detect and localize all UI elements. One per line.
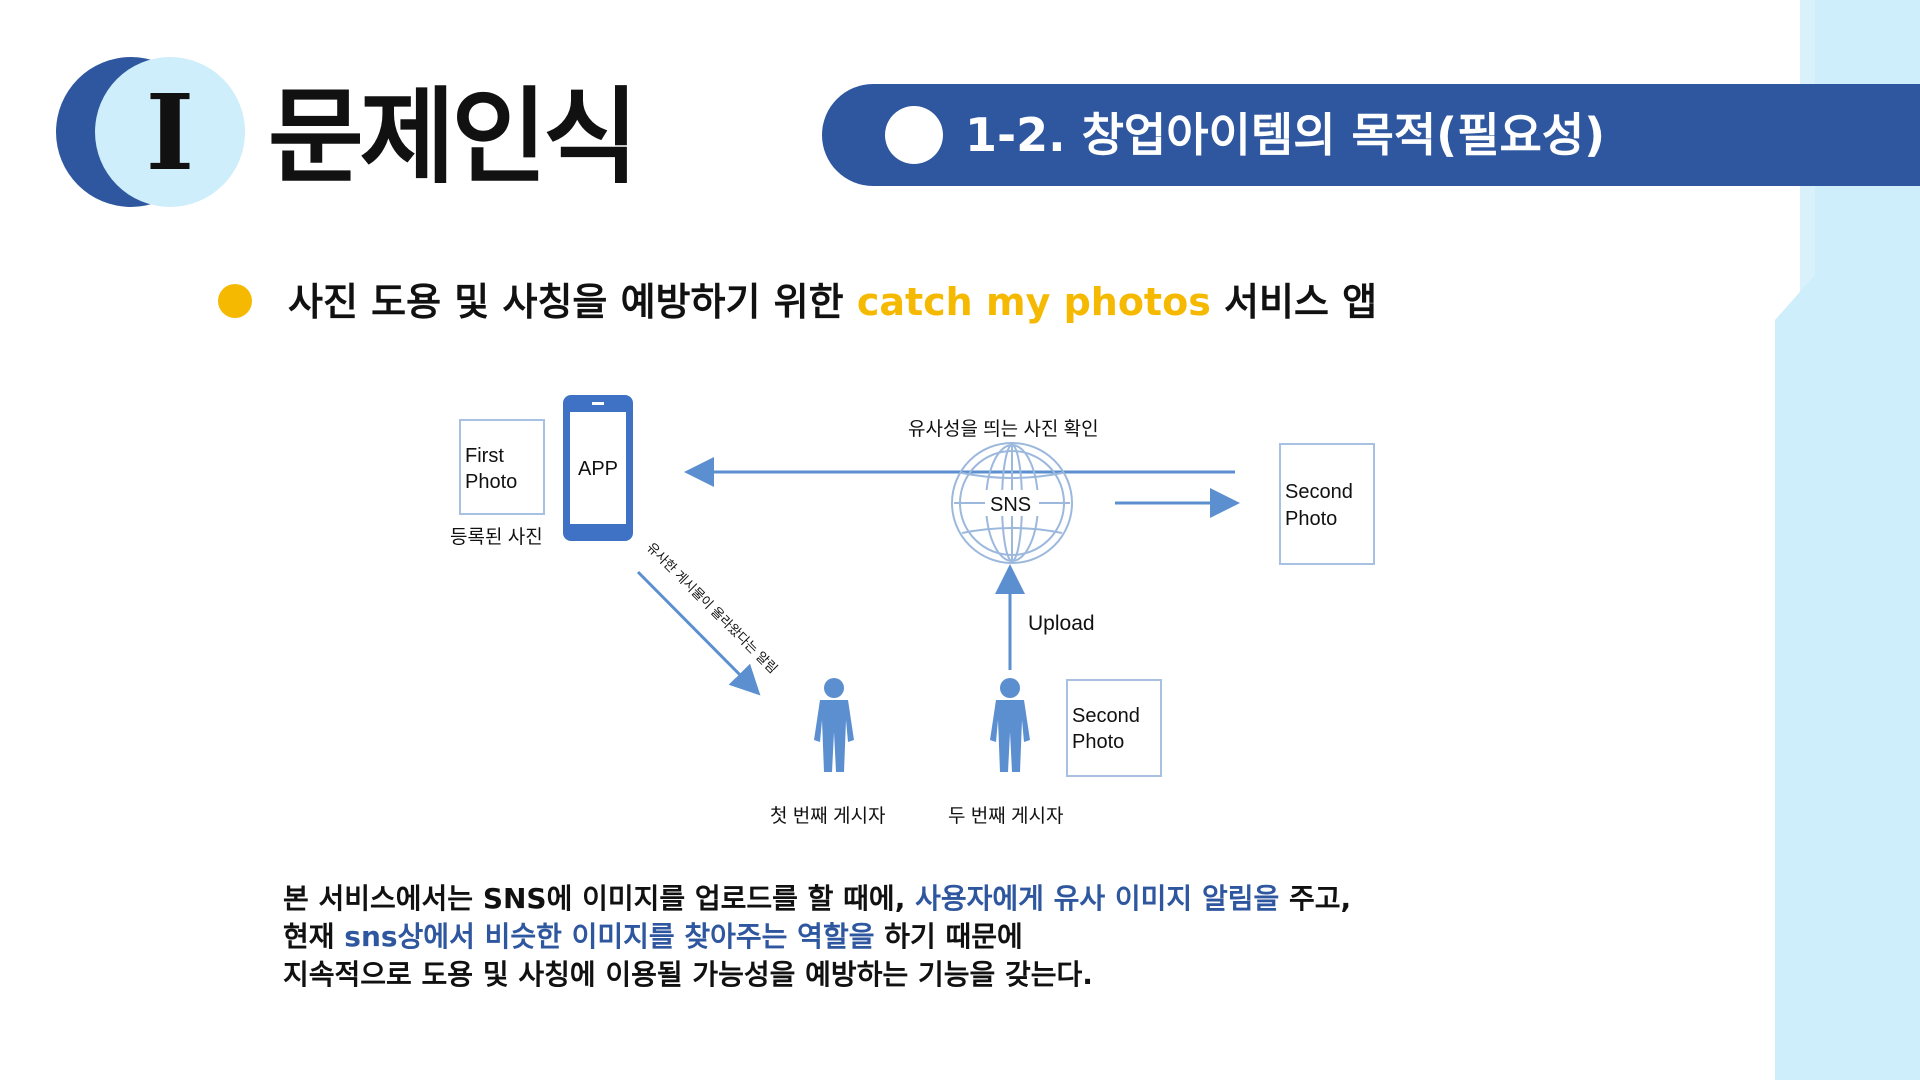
- first-photo-line1: First: [465, 445, 504, 467]
- description-highlight-2: sns상에서 비슷한 이미지를 찾아주는 역할을: [344, 920, 875, 953]
- description-line-1: 본 서비스에서는 SNS에 이미지를 업로드를 할 때에, 사용자에게 유사 이…: [283, 882, 1352, 915]
- bullet-dot-icon: [218, 284, 252, 318]
- bullet-prefix: 사진 도용 및 사칭을 예방하기 위한: [288, 280, 857, 324]
- section-header-bar: [822, 84, 1920, 186]
- second-poster-person-icon: [990, 678, 1030, 772]
- second-photo-bottom-line2: Photo: [1072, 731, 1124, 753]
- first-poster-person-icon: [814, 678, 854, 772]
- sns-label-bg: [985, 490, 1039, 516]
- upload-label: Upload: [1028, 612, 1095, 635]
- bullet-suffix: 서비스 앱: [1210, 280, 1378, 324]
- phone-app-icon: APP: [563, 395, 633, 541]
- second-photo-right-line2: Photo: [1285, 508, 1337, 530]
- section-title: 1-2. 창업아이템의 목적(필요성): [965, 108, 1606, 162]
- second-photo-right-line1: Second: [1285, 481, 1353, 503]
- first-photo-box: First Photo: [459, 419, 545, 515]
- first-photo-line2: Photo: [465, 471, 517, 493]
- second-poster-label: 두 번째 게시자: [948, 805, 1063, 827]
- app-label: APP: [578, 458, 618, 480]
- page-title: 문제인식: [268, 76, 639, 198]
- logo-inner-circle: [95, 57, 245, 207]
- similar-check-label: 유사성을 띄는 사진 확인: [908, 418, 1099, 440]
- second-photo-bottom-line1: Second: [1072, 705, 1140, 727]
- section-numeral: I: [145, 70, 195, 194]
- description-line-3: 지속적으로 도용 및 사칭에 이용될 가능성을 예방하는 기능을 갖는다.: [283, 958, 1093, 991]
- service-name: catch my photos: [856, 280, 1211, 324]
- description-highlight-1: 사용자에게 유사 이미지 알림을: [915, 882, 1280, 915]
- second-photo-box-bottom: Second Photo: [1066, 679, 1162, 777]
- registered-photo-label: 등록된 사진: [450, 526, 543, 548]
- sns-label: SNS: [990, 494, 1031, 516]
- description-text: 본 서비스에서는 SNS에 이미지를 업로드를 할 때에, 사용자에게 유사 이…: [283, 880, 1463, 994]
- service-flow-diagram: First Photo 등록된 사진 APP 유사성을 띄는 사진 확인 SNS: [420, 380, 1440, 840]
- description-line-2: 현재 sns상에서 비슷한 이미지를 찾아주는 역할을 하기 때문에: [283, 920, 1023, 953]
- second-photo-box-right: Second Photo: [1279, 443, 1375, 565]
- section-bullet-icon: [885, 106, 943, 164]
- notification-arrow: [636, 570, 761, 696]
- notification-label: 유사한 게시물이 올라왔다는 알림: [644, 540, 781, 677]
- bullet-heading: 사진 도용 및 사칭을 예방하기 위한 catch my photos 서비스 …: [288, 276, 1377, 328]
- first-poster-label: 첫 번째 게시자: [770, 805, 885, 827]
